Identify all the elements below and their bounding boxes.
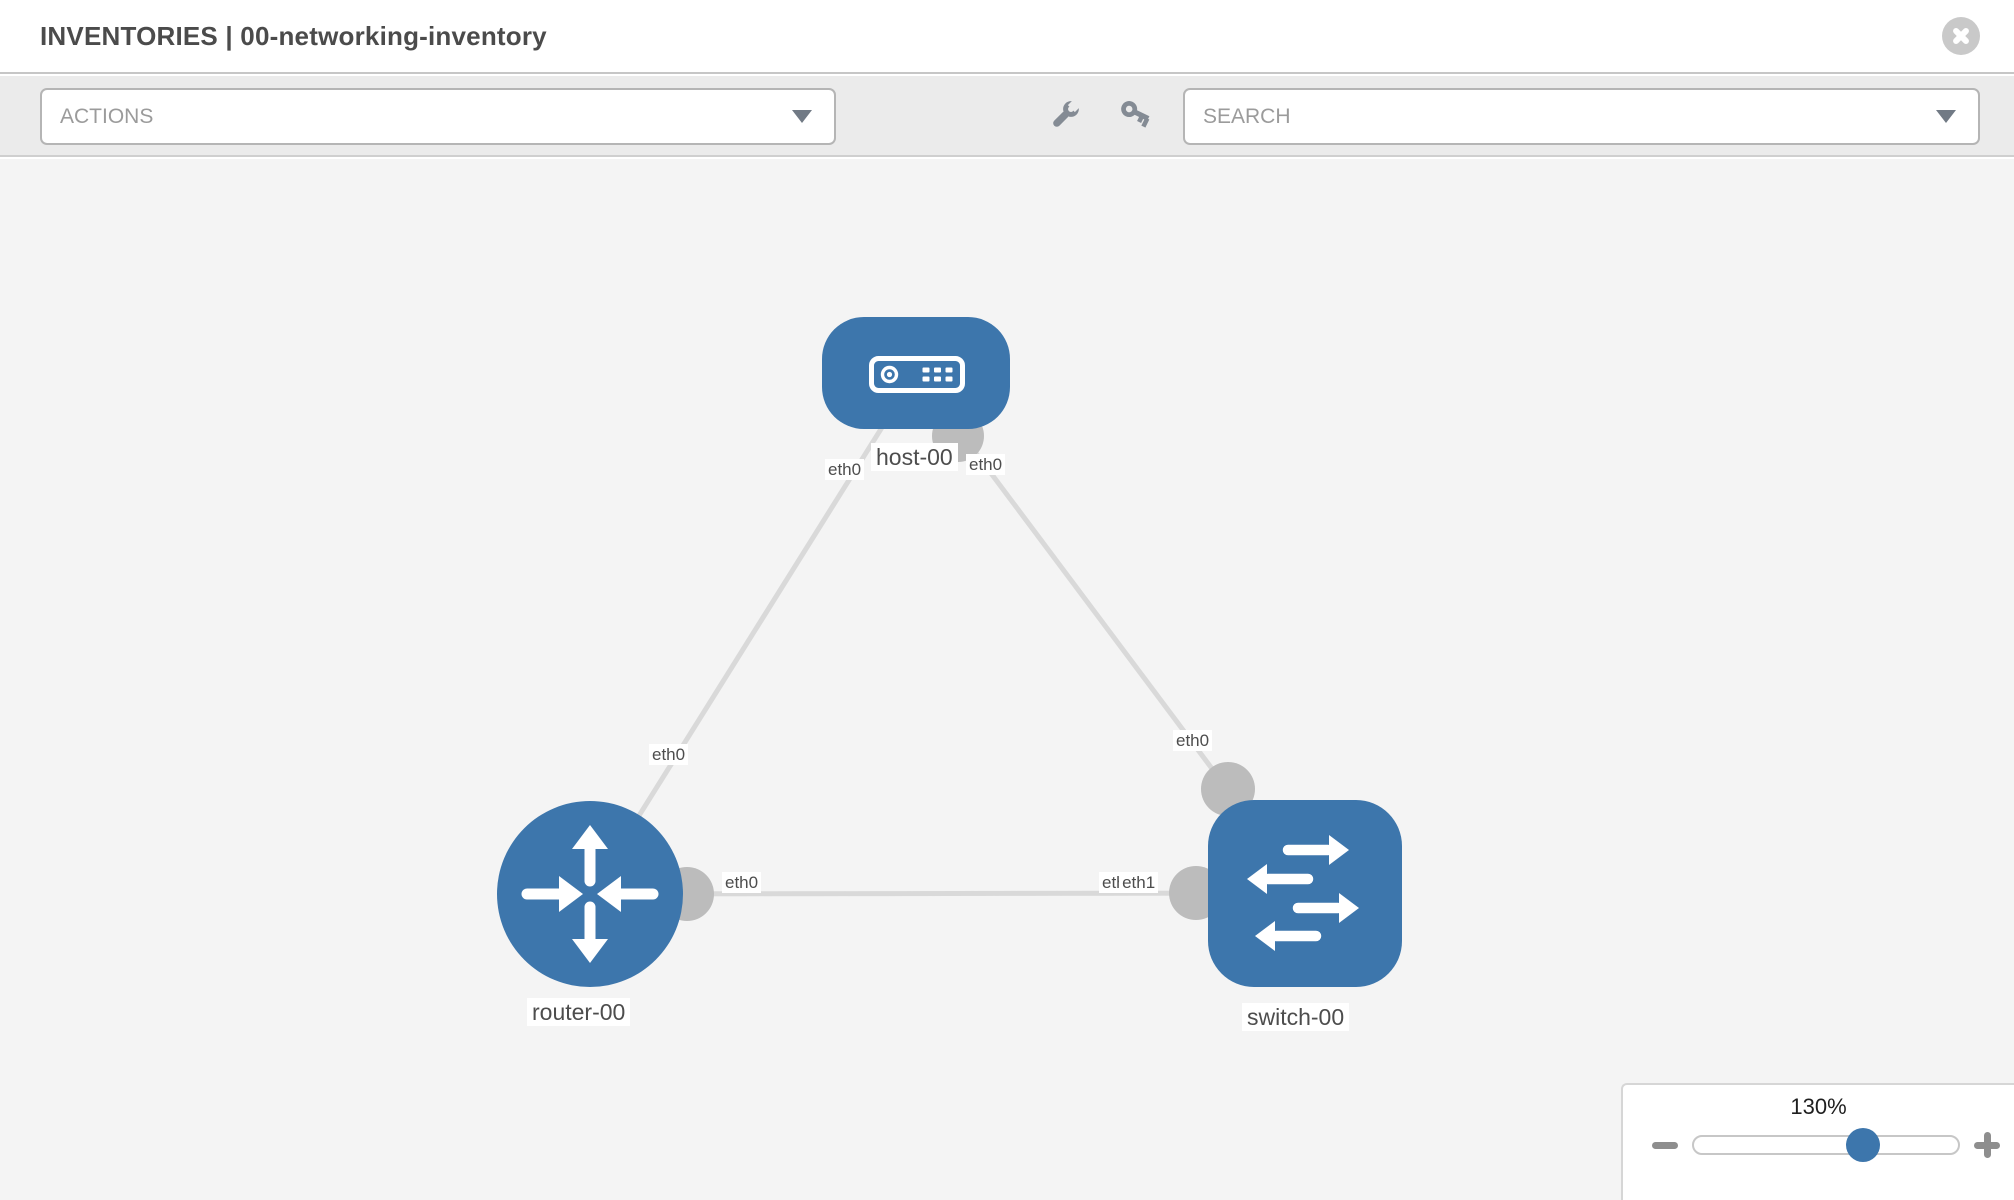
header: INVENTORIES | 00-networking-inventory xyxy=(0,0,2014,74)
zoom-control-panel: 130% xyxy=(1621,1083,2014,1200)
close-button[interactable] xyxy=(1942,17,1980,55)
actions-dropdown-label: ACTIONS xyxy=(60,104,154,128)
actions-dropdown[interactable]: ACTIONS xyxy=(40,88,836,145)
iface-label-diag-switch: eth0 xyxy=(1173,730,1213,751)
router-icon xyxy=(521,825,659,963)
plus-icon xyxy=(1983,1132,1991,1158)
zoom-level-value: 130% xyxy=(1790,1094,1847,1119)
wrench-button[interactable] xyxy=(1045,96,1085,136)
chevron-down-icon xyxy=(792,110,812,123)
node-label-switch: switch-00 xyxy=(1242,1003,1350,1031)
zoom-slider-track[interactable] xyxy=(1692,1128,1960,1162)
topology-canvas[interactable]: host-00 router-00 switch-00 eth0 eth0 et… xyxy=(0,159,2014,1200)
zoom-in-button[interactable] xyxy=(1970,1128,2004,1162)
node-host[interactable] xyxy=(822,317,1010,429)
iface-label-diag-router: eth0 xyxy=(649,744,689,765)
zoom-out-button[interactable] xyxy=(1648,1128,1682,1162)
search-dropdown-label: SEARCH xyxy=(1203,104,1291,128)
iface-label-host-right: eth0 xyxy=(966,454,1006,475)
chevron-down-icon xyxy=(1936,110,1956,123)
iface-label-host-left: eth0 xyxy=(825,459,865,480)
node-label-host: host-00 xyxy=(871,443,958,471)
node-switch[interactable] xyxy=(1208,800,1402,987)
key-icon xyxy=(1121,100,1150,128)
search-dropdown[interactable]: SEARCH xyxy=(1183,88,1980,145)
minus-icon xyxy=(1652,1141,1678,1149)
zoom-slider-handle[interactable] xyxy=(1845,1128,1880,1162)
iface-label-horiz-switch: eth1 xyxy=(1119,872,1159,893)
switch-icon xyxy=(1247,835,1359,951)
toolbar: ACTIONS xyxy=(0,76,2014,157)
page-title: INVENTORIES | 00-networking-inventory xyxy=(40,20,547,51)
node-label-router: router-00 xyxy=(527,998,631,1026)
iface-label-horiz-router: eth0 xyxy=(722,872,762,893)
server-icon xyxy=(869,356,965,393)
key-button[interactable] xyxy=(1115,96,1155,136)
node-router[interactable] xyxy=(497,801,683,987)
wrench-icon xyxy=(1053,98,1082,127)
